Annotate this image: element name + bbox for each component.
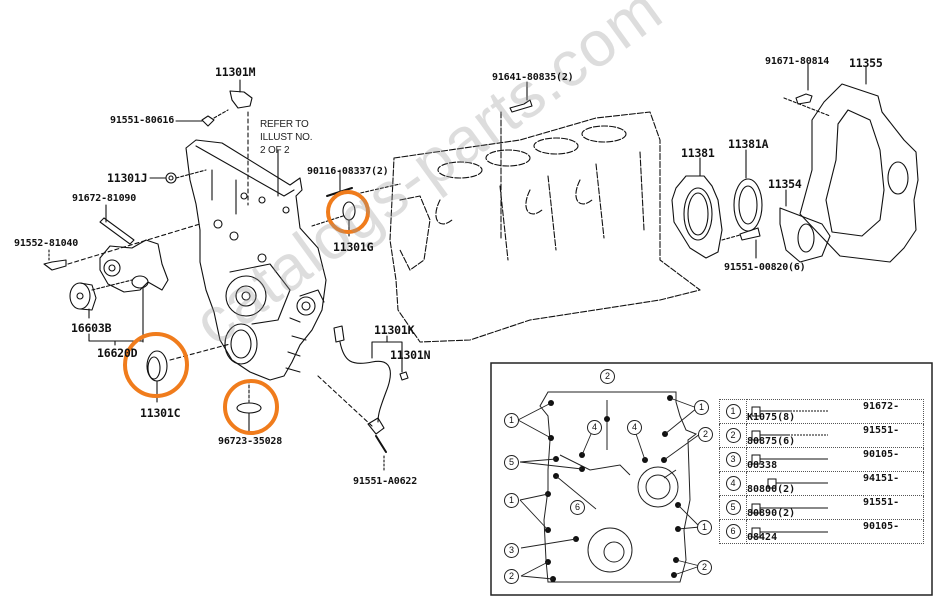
highlight-11301C bbox=[123, 332, 189, 398]
inset-callout: 2 bbox=[600, 369, 615, 384]
legend-row: 5 91551-80890(2) bbox=[719, 495, 924, 520]
inset-frame bbox=[490, 362, 933, 596]
label-91641-80835[interactable]: 91641-80835(2) bbox=[492, 72, 574, 83]
legend-number: 1 bbox=[725, 404, 741, 419]
end-plate-11355 bbox=[783, 63, 919, 263]
cam-sensor-11301M bbox=[175, 79, 253, 206]
legend-number: 3 bbox=[725, 452, 741, 467]
inset-callout: 4 bbox=[627, 420, 642, 435]
legend-part-number[interactable]: 91672-K1075(8) bbox=[747, 400, 900, 423]
idler-pulley-16603B bbox=[69, 279, 144, 346]
label-11354[interactable]: 11354 bbox=[768, 177, 802, 191]
inset-cover-outline bbox=[539, 391, 698, 583]
inset-callout: 5 bbox=[504, 455, 519, 470]
legend-part-number[interactable]: 90105-08338 bbox=[747, 448, 900, 471]
inset-callout: 1 bbox=[504, 493, 519, 508]
bolt-91552-81040 bbox=[43, 223, 201, 271]
bolt-91551-00820 bbox=[721, 227, 761, 259]
bolt-91672-81090 bbox=[99, 204, 135, 245]
refer-note: REFER TO ILLUST NO. 2 OF 2 bbox=[260, 119, 313, 156]
inset-bolt-dots bbox=[545, 395, 681, 582]
label-16620D[interactable]: 16620D bbox=[97, 346, 138, 360]
engine-block bbox=[389, 111, 701, 343]
legend-number: 5 bbox=[725, 500, 741, 515]
legend-number: 6 bbox=[725, 524, 741, 539]
label-11301G[interactable]: 11301G bbox=[333, 240, 374, 254]
inset-callout: 1 bbox=[694, 400, 709, 415]
rear-seal-retainer-11381 bbox=[671, 157, 723, 259]
tensioner-16620D bbox=[99, 239, 169, 343]
label-91551-A0622[interactable]: 91551-A0622 bbox=[353, 476, 418, 487]
bolt-legend-table: 1 91672-K1075(8) 2 91551-80875(6) 3 9010… bbox=[719, 399, 924, 544]
legend-row: 2 91551-80875(6) bbox=[719, 423, 924, 448]
label-90116-08337[interactable]: 90116-08337(2) bbox=[307, 166, 389, 177]
legend-row: 4 94151-80800(2) bbox=[719, 471, 924, 496]
legend-part-number[interactable]: 94151-80800(2) bbox=[747, 472, 900, 495]
label-96723-35028[interactable]: 96723-35028 bbox=[218, 436, 283, 447]
inset-callout: 1 bbox=[697, 520, 712, 535]
inset-callout: 4 bbox=[587, 420, 602, 435]
label-91551-80616[interactable]: 91551-80616 bbox=[110, 115, 175, 126]
highlight-96723-35028 bbox=[223, 379, 279, 435]
timing-chain-cover bbox=[185, 139, 327, 381]
highlight-11301G bbox=[326, 190, 370, 234]
crank-sensor-11301K bbox=[317, 325, 409, 473]
label-91672-81090[interactable]: 91672-81090 bbox=[72, 193, 137, 204]
bolt-91641-80835 bbox=[509, 81, 533, 113]
inset-callout: 2 bbox=[698, 427, 713, 442]
inset-callout: 2 bbox=[697, 560, 712, 575]
inset-callout: 3 bbox=[504, 543, 519, 558]
label-11301K[interactable]: 11301K bbox=[374, 323, 415, 337]
rear-oil-seal-11381A bbox=[733, 149, 763, 232]
front-crank-seal-11301C bbox=[146, 343, 231, 403]
label-11301N[interactable]: 11301N bbox=[390, 348, 431, 362]
label-11355[interactable]: 11355 bbox=[849, 56, 883, 70]
label-11301C[interactable]: 11301C bbox=[140, 406, 181, 420]
label-91551-00820[interactable]: 91551-00820(6) bbox=[724, 262, 806, 273]
inset-callout: 6 bbox=[570, 500, 585, 515]
label-11301M[interactable]: 11301M bbox=[215, 65, 256, 79]
legend-row: 1 91672-K1075(8) bbox=[719, 399, 924, 424]
label-16603B[interactable]: 16603B bbox=[71, 321, 112, 335]
legend-number: 4 bbox=[725, 476, 741, 491]
label-11381[interactable]: 11381 bbox=[681, 146, 715, 160]
inset-callout: 1 bbox=[504, 413, 519, 428]
legend-part-number[interactable]: 91551-80890(2) bbox=[747, 496, 900, 519]
label-11381A[interactable]: 11381A bbox=[728, 137, 769, 151]
label-91552-81040[interactable]: 91552-81040 bbox=[14, 238, 79, 249]
label-91671-80814[interactable]: 91671-80814 bbox=[765, 56, 830, 67]
inset-callout: 2 bbox=[504, 569, 519, 584]
highlight-circles bbox=[123, 190, 370, 435]
o-ring-96723-35028 bbox=[236, 379, 262, 433]
legend-row: 3 90105-08338 bbox=[719, 447, 924, 472]
legend-part-number[interactable]: 90105-08424 bbox=[747, 520, 900, 543]
legend-number: 2 bbox=[725, 428, 741, 443]
plug-11301J bbox=[149, 169, 207, 184]
o-ring-11301G bbox=[311, 169, 401, 237]
plate-11354 bbox=[779, 189, 831, 263]
label-11301J[interactable]: 11301J bbox=[107, 171, 148, 185]
legend-part-number[interactable]: 91551-80875(6) bbox=[747, 424, 900, 447]
legend-row: 6 90105-08424 bbox=[719, 519, 924, 544]
